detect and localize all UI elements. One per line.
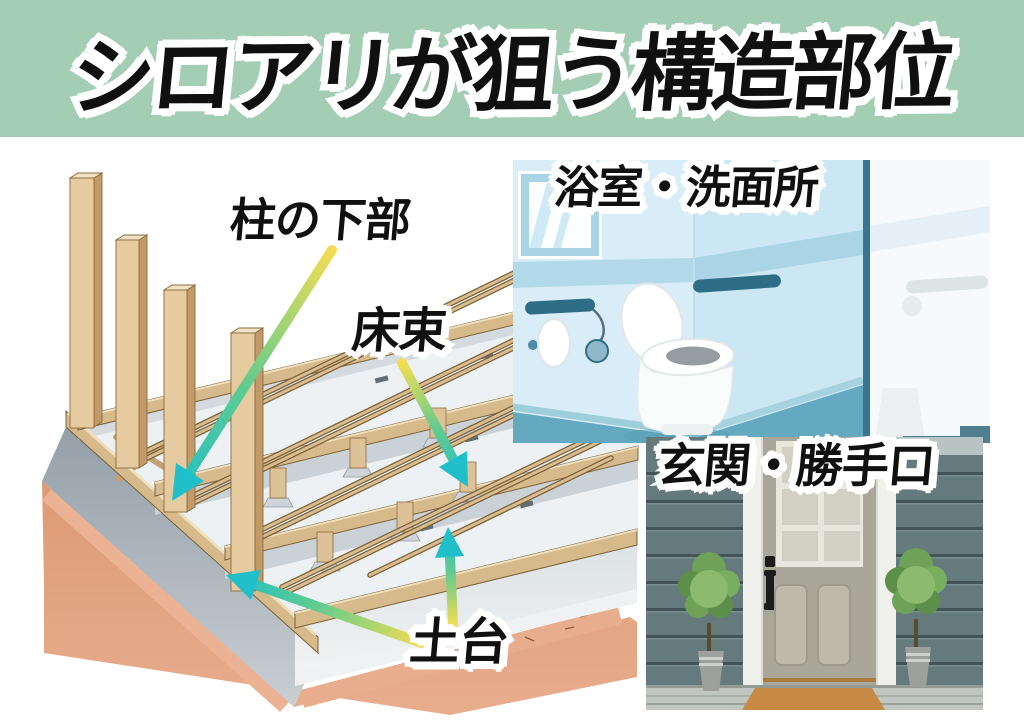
- arrow-sill-right: [435, 527, 464, 630]
- front-door: [763, 437, 876, 685]
- pillars: [68, 172, 265, 592]
- pillar: [68, 172, 104, 429]
- floor-post: [262, 467, 294, 508]
- toilet-paper-holder: [525, 298, 609, 368]
- tree-foliage: [678, 552, 740, 618]
- potted-tree-left: [678, 552, 740, 691]
- planter-pot: [698, 651, 724, 691]
- room-divider: [863, 160, 870, 438]
- floor-post: [342, 437, 374, 478]
- callout-arrows: [172, 245, 468, 648]
- arrow-pillar-base: [172, 245, 337, 501]
- entrance-panel: [646, 437, 983, 710]
- washroom-faded-section: [870, 160, 990, 443]
- grab-bar: [693, 274, 781, 293]
- pillar: [162, 284, 197, 513]
- arrow-sill-left: [226, 570, 427, 648]
- door-frame: [743, 437, 896, 685]
- label-sill: 土台: [402, 608, 515, 676]
- label-pillar-lower: 柱の下部: [223, 188, 418, 252]
- doormat: [742, 688, 885, 710]
- door-window: [776, 441, 863, 567]
- arrow-floor-post: [397, 358, 468, 487]
- bathroom-window: [518, 171, 602, 259]
- foundation-figure: [42, 172, 640, 715]
- header-banner: シロアリが狙う構造部位: [0, 0, 1024, 137]
- page-title: シロアリが狙う構造部位: [60, 16, 963, 133]
- tree-foliage: [885, 548, 947, 614]
- potted-tree-right: [885, 548, 947, 687]
- label-entrance: 玄関・勝手口: [651, 434, 942, 499]
- door-panels: [774, 584, 851, 666]
- planter-pot: [905, 647, 931, 687]
- bathroom-panel: [513, 160, 990, 443]
- label-floor-post: 床束: [345, 298, 454, 364]
- pillar: [114, 234, 149, 469]
- fade-overlay: [863, 437, 983, 455]
- door-handle: [764, 556, 776, 610]
- label-bathroom: 浴室・洗面所: [547, 156, 826, 219]
